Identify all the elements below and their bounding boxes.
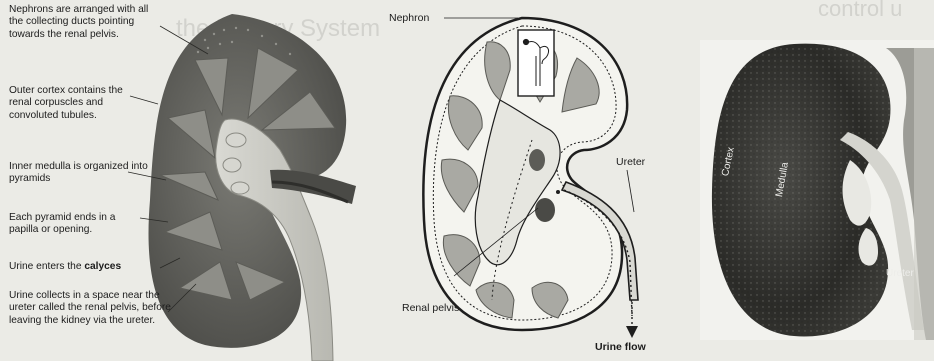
caption-nephrons: Nephrons are arranged with all the colle…	[9, 4, 161, 41]
caption-inner-medulla: Inner medulla is organized into pyramids	[9, 161, 154, 186]
nephron-label: Nephron	[389, 12, 429, 24]
caption-outer-cortex: Outer cortex contains the renal corpuscl…	[9, 85, 134, 122]
middle-kidney-diagram-panel: Nephron Ureter Renal pelvis Urine flow	[372, 0, 690, 361]
kidney-section-photo	[690, 0, 934, 361]
caption-calyces-text: Urine enters the	[9, 261, 84, 272]
caption-calyces-bold: calyces	[84, 261, 121, 272]
caption-pyramid-papilla: Each pyramid ends in a papilla or openin…	[9, 212, 139, 237]
renal-pelvis-label: Renal pelvis	[402, 302, 459, 314]
right-kidney-photo-panel: Cortex Medulla Ureter	[690, 0, 934, 361]
urine-flow-label: Urine flow	[595, 341, 646, 353]
caption-renal-pelvis: Urine collects in a space near the urete…	[9, 290, 174, 327]
ureter-photo-label: Ureter	[886, 268, 914, 279]
caption-calyces: Urine enters the calyces	[9, 261, 179, 273]
left-kidney-panel: Nephrons are arranged with all the colle…	[0, 0, 372, 361]
ureter-label: Ureter	[616, 156, 645, 168]
